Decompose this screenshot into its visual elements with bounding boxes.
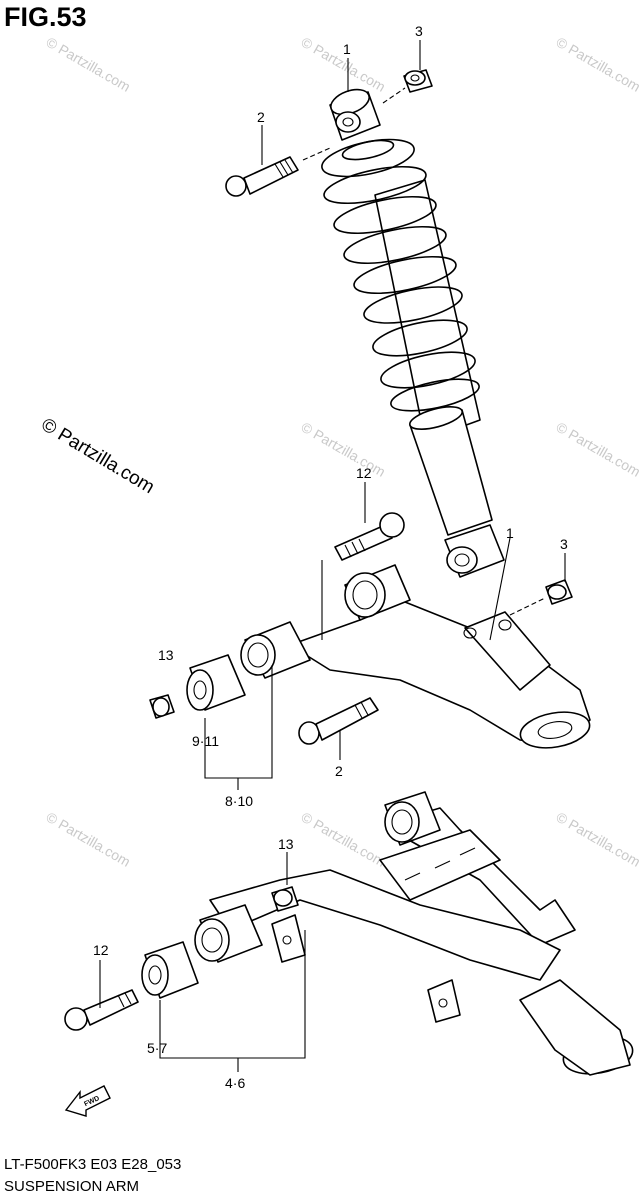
watermark-text: © Partzilla.com: [554, 34, 644, 95]
watermark-text: © Partzilla.com: [299, 419, 389, 480]
callout-4-6: 4·6: [225, 1075, 245, 1091]
watermark-text: © Partzilla.com: [44, 34, 134, 95]
leader-lines: [99, 40, 566, 1072]
callout-2: 2: [257, 109, 265, 125]
bolt-low-12[interactable]: [64, 989, 139, 1031]
upper-arm[interactable]: [240, 564, 592, 753]
diagram-name: SUSPENSION ARM: [4, 1178, 140, 1195]
shock-top-bushing: [329, 88, 381, 141]
nut-low-13[interactable]: [271, 886, 299, 912]
watermark-text: © Partzilla.com: [554, 419, 644, 480]
callout-3: 3: [415, 23, 423, 39]
bolt-mid-2[interactable]: [298, 697, 379, 745]
leader-line: [302, 147, 331, 161]
watermark-text: © Partzilla.com: [44, 809, 134, 870]
bush-upper[interactable]: [186, 654, 246, 711]
callouts: 1 2 3 12 1 3 13 9·11 8·10 2 13 12 5·7 4·…: [93, 23, 568, 1091]
bolt-top[interactable]: [225, 156, 299, 197]
callout-1: 1: [506, 525, 514, 541]
leader-line: [509, 597, 546, 616]
callout-1: 1: [343, 41, 351, 57]
bolt-mid-12[interactable]: [334, 512, 405, 561]
watermark-main: © Partzilla.com: [37, 414, 158, 498]
washer-mid[interactable]: [545, 579, 573, 605]
callout-5-7: 5·7: [147, 1040, 167, 1056]
shock-inner-body: [374, 179, 481, 441]
diagram-code: LT-F500FK3 E03 E28_053: [4, 1156, 182, 1173]
callout-12: 12: [356, 465, 372, 481]
lower-arm[interactable]: [194, 791, 636, 1079]
callout-13: 13: [158, 647, 174, 663]
callout-2: 2: [335, 763, 343, 779]
callout-9-11: 9·11: [192, 733, 219, 749]
nut-mid-13[interactable]: [149, 694, 175, 719]
bush-lower[interactable]: [141, 941, 199, 999]
callout-12: 12: [93, 942, 109, 958]
callout-13: 13: [278, 836, 294, 852]
callout-3: 3: [560, 536, 568, 552]
watermark-text: © Partzilla.com: [554, 809, 644, 870]
callout-8-10: 8·10: [225, 793, 253, 809]
leader-line: [382, 87, 406, 104]
shock-absorber[interactable]: [319, 85, 505, 578]
fwd-arrow-icon: FWD: [64, 1085, 111, 1117]
washer-top[interactable]: [403, 69, 433, 93]
figure-title: FIG.53: [4, 2, 87, 32]
watermark-text: © Partzilla.com: [299, 809, 389, 870]
shock-spring: [321, 138, 480, 412]
